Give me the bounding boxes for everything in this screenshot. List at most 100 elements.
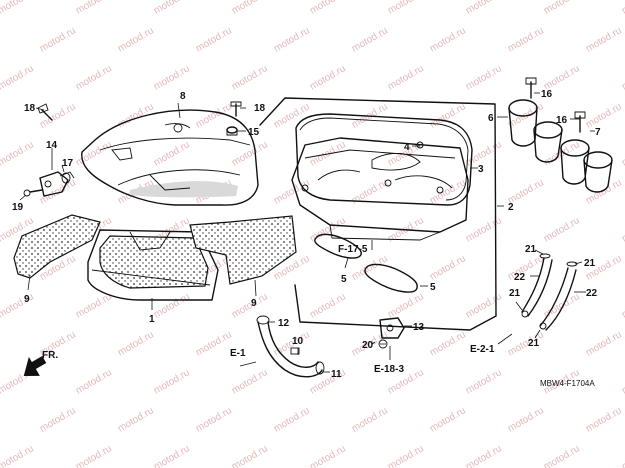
watermark-text: motod.ru [272, 25, 312, 54]
watermark-text: motod.ru [584, 101, 624, 130]
grommet-15 [226, 126, 238, 136]
watermark-text: motod.ru [74, 63, 114, 92]
watermark-text: motod.ru [464, 291, 504, 320]
callout-5: 5 [341, 274, 347, 285]
watermark-text: motod.ru [350, 405, 390, 434]
watermark-text: motod.ru [152, 291, 192, 320]
watermark-text: motod.ru [194, 329, 234, 358]
watermark-text: motod.ru [230, 0, 270, 17]
watermark-text: motod.ru [542, 443, 582, 468]
watermark-text: motod.ru [584, 405, 624, 434]
clamps-21 [521, 253, 578, 330]
callout-21: 21 [528, 338, 540, 349]
callout-17: 17 [62, 158, 74, 169]
callout-14: 14 [46, 140, 58, 151]
callout-11: 11 [331, 369, 342, 380]
watermark-text: motod.ru [506, 25, 546, 54]
watermark-text: motod.ru [542, 215, 582, 244]
seal-pad-left [13, 214, 101, 279]
watermark-text: motod.ru [38, 101, 78, 130]
airbox-housing [291, 137, 469, 241]
watermark-text: motod.ru [620, 0, 625, 17]
front-label: FR. [42, 350, 58, 361]
sensor-clamp [39, 171, 75, 197]
callout-20: 20 [362, 340, 374, 351]
watermark-text: motod.ru [464, 443, 504, 468]
watermark-text: motod.ru [74, 367, 114, 396]
callout-21: 21 [584, 258, 596, 269]
watermark-text: motod.ru [464, 139, 504, 168]
watermark-text: motod.ru [428, 25, 468, 54]
callout-15: 15 [248, 127, 260, 138]
watermark-text: motod.ru [464, 367, 504, 396]
callout-9: 9 [24, 294, 30, 305]
watermark-text: motod.ru [152, 0, 192, 17]
watermark-text: motod.ru [38, 405, 78, 434]
callout-18: 18 [24, 103, 36, 114]
watermark-text: motod.ru [308, 443, 348, 468]
watermark-text: motod.ru [152, 63, 192, 92]
watermark-text: motod.ru [74, 443, 114, 468]
seal-pad-right [189, 215, 297, 285]
watermark-text: motod.ru [116, 25, 156, 54]
callout-1: 1 [149, 314, 155, 325]
hose-22a [521, 257, 553, 317]
watermark-text: motod.ru [620, 63, 625, 92]
breather-tube [256, 315, 325, 378]
callout-12: 12 [278, 318, 290, 329]
callout-9: 9 [251, 298, 257, 309]
gasket-3 [295, 113, 473, 206]
gasket-5b [364, 263, 418, 293]
watermark-text: motod.ru [386, 0, 426, 17]
watermark-text: motod.ru [116, 405, 156, 434]
watermark-text: motod.ru [152, 139, 192, 168]
watermark-text: motod.ru [386, 63, 426, 92]
watermark-text: motod.ru [620, 215, 625, 244]
watermark-text: motod.ru [620, 367, 625, 396]
callout-8: 8 [180, 91, 186, 102]
watermark-text: motod.ru [428, 329, 468, 358]
clip-10 [290, 347, 300, 355]
front-arrow [23, 356, 47, 376]
air-filter-element [87, 229, 219, 301]
callout-7: 7 [595, 127, 601, 138]
watermark-text: motod.ru [74, 139, 114, 168]
watermark-text: motod.ru [308, 291, 348, 320]
watermark-text: motod.ru [230, 139, 270, 168]
watermark-text: motod.ru [230, 443, 270, 468]
watermark-text: motod.ru [230, 63, 270, 92]
watermark-text: motod.ru [152, 367, 192, 396]
screw-20 [378, 339, 388, 349]
watermark-text: motod.ru [620, 443, 625, 468]
watermark-text: motod.ru [308, 215, 348, 244]
callout-22: 22 [586, 288, 598, 299]
watermark-text: motod.ru [506, 329, 546, 358]
watermark-text: motod.ru [464, 0, 504, 17]
callout-16: 16 [556, 115, 568, 126]
watermark-text: motod.ru [620, 291, 625, 320]
watermark-text: motod.ru [0, 139, 36, 168]
watermark-text: motod.ru [584, 177, 624, 206]
screw-19 [23, 189, 43, 197]
funnel-7 [560, 139, 613, 193]
screw-16-top [525, 77, 537, 99]
drawing-code: MBW4-F1704A [540, 379, 595, 388]
watermark-text: motod.ru [506, 253, 546, 282]
callout-3: 3 [478, 164, 484, 175]
watermark-text: motod.ru [116, 101, 156, 130]
watermark-text: motod.ru [194, 405, 234, 434]
watermark-text: motod.ru [584, 329, 624, 358]
watermark-text: motod.ru [230, 367, 270, 396]
watermark-text: motod.ru [620, 139, 625, 168]
watermark-text: motod.ru [116, 329, 156, 358]
callout-16: 16 [541, 89, 553, 100]
watermark-text: motod.ru [0, 63, 36, 92]
callout-21: 21 [525, 244, 537, 255]
watermark-text: motod.ru [308, 0, 348, 17]
watermark-text: motod.ru [152, 443, 192, 468]
air-cleaner-cover [81, 109, 259, 206]
screw-18-left [37, 103, 53, 121]
ref-e-2-1: E-2-1 [470, 344, 495, 355]
